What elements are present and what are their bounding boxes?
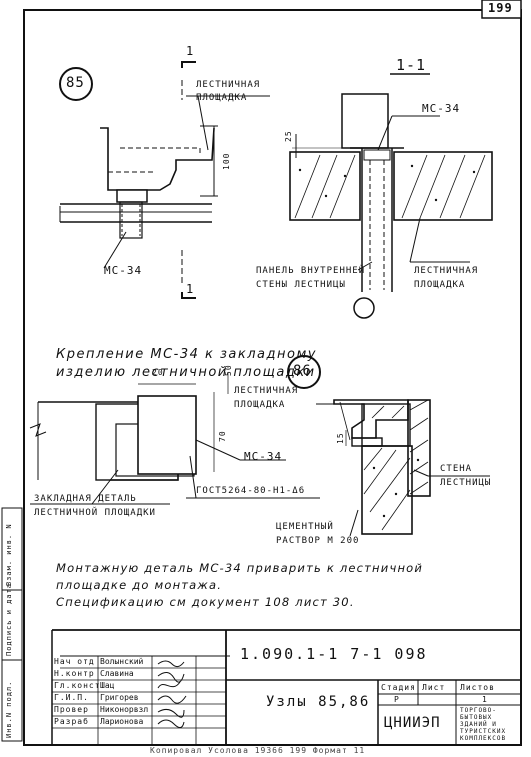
margin-label-sign: Подпись и дата <box>5 582 13 656</box>
label-mc34-a: МС-34 <box>104 264 143 277</box>
role-3: Гл.конст <box>54 681 101 690</box>
label-embedded-detail: ЗАКЛАДНАЯ ДЕТАЛЬ ЛЕСТНИЧНОЙ ПЛОЩАДКИ <box>34 494 156 518</box>
name-1: Волынский <box>100 657 144 666</box>
role-4: Г.И.П. <box>54 693 89 702</box>
organization: ЦНИИЭП <box>384 715 441 731</box>
name-3: Шац <box>100 681 115 690</box>
left-margin-stamp <box>1 507 23 742</box>
label-dim-50: 50 <box>224 364 233 376</box>
label-dim-20: 20 <box>152 368 164 377</box>
sheet-number: 199 <box>488 1 513 15</box>
name-2: Славина <box>100 669 134 678</box>
label-panel-wall: ПАНЕЛЬ ВНУТРЕННЕЙ СТЕНЫ ЛЕСТНИЦЫ <box>256 266 366 290</box>
label-dim-100: 100 <box>222 152 231 170</box>
sheet-frame <box>23 9 522 746</box>
label-dim-15: 15 <box>336 432 345 444</box>
label-mc34-c: МС-34 <box>244 450 283 463</box>
label-dim-25: 25 <box>284 130 293 142</box>
label-landing-top: ЛЕСТНИЧНАЯ ПЛОЩАДКА <box>196 80 261 103</box>
sheet-header: Лист <box>422 683 446 692</box>
drawing-name: Узлы 85,86 <box>266 694 371 710</box>
assembly-notes: Монтажную деталь МС-34 приварить к лестн… <box>56 561 424 609</box>
upper-wall <box>341 93 389 149</box>
role-5: Провер <box>54 705 89 714</box>
name-5: Никонорвзл <box>100 705 149 714</box>
margin-label-inv: Инв.N подл. <box>5 680 13 738</box>
section-cut-mark-top: 1 <box>186 44 195 58</box>
sheets-value: 1 <box>482 695 488 704</box>
sheets-header: Листов <box>460 683 495 692</box>
section-title: 1-1 <box>396 56 427 74</box>
label-gost: ГОСТ5264-80-Н1-Δ6 <box>196 486 306 496</box>
organization-sub: ТОРГОВО- БЫТОВЫХ ЗДАНИЙ И ТУРИСТСКИХ КОМ… <box>460 707 507 742</box>
name-6: Ларионова <box>100 717 144 726</box>
role-6: Разраб <box>54 717 89 726</box>
stage-value: Р <box>394 695 400 704</box>
label-stair-wall: СТЕНА ЛЕСТНИЦЫ <box>440 464 492 488</box>
figure-caption: Крепление МС-34 к закладному изделию лес… <box>56 347 317 380</box>
node-86-label: 86 <box>293 363 312 379</box>
stage-header: Стадия <box>381 683 416 692</box>
role-1: Нач отд <box>54 657 95 666</box>
name-4: Григорев <box>100 693 139 702</box>
label-landing-right: ЛЕСТНИЧНАЯ ПЛОЩАДКА <box>414 266 479 290</box>
node-86-circle <box>287 355 321 389</box>
node-85-label: 85 <box>66 75 85 91</box>
node-86-section <box>316 399 490 537</box>
margin-label-replace: Взам. инв. N <box>5 523 13 586</box>
label-dim-70: 70 <box>218 430 227 442</box>
drawing-code: 1.090.1-1 7-1 098 <box>240 645 428 663</box>
label-mortar: ЦЕМЕНТНЫЙ РАСТВОР М 200 <box>276 522 360 546</box>
section-cut-mark-bottom: 1 <box>186 282 195 296</box>
node-85-circle <box>59 67 93 101</box>
label-landing-86: ЛЕСТНИЧНАЯ ПЛОЩАДКА <box>234 386 299 410</box>
slab-right <box>393 151 493 221</box>
bottom-copy-line: Копировал Усолова 19366 199 Формат 11 <box>150 746 366 755</box>
label-mc34-b: МС-34 <box>422 102 461 115</box>
role-2: Н.контр <box>54 669 95 678</box>
sheet-number-box <box>481 0 522 19</box>
slab-left <box>289 151 361 221</box>
